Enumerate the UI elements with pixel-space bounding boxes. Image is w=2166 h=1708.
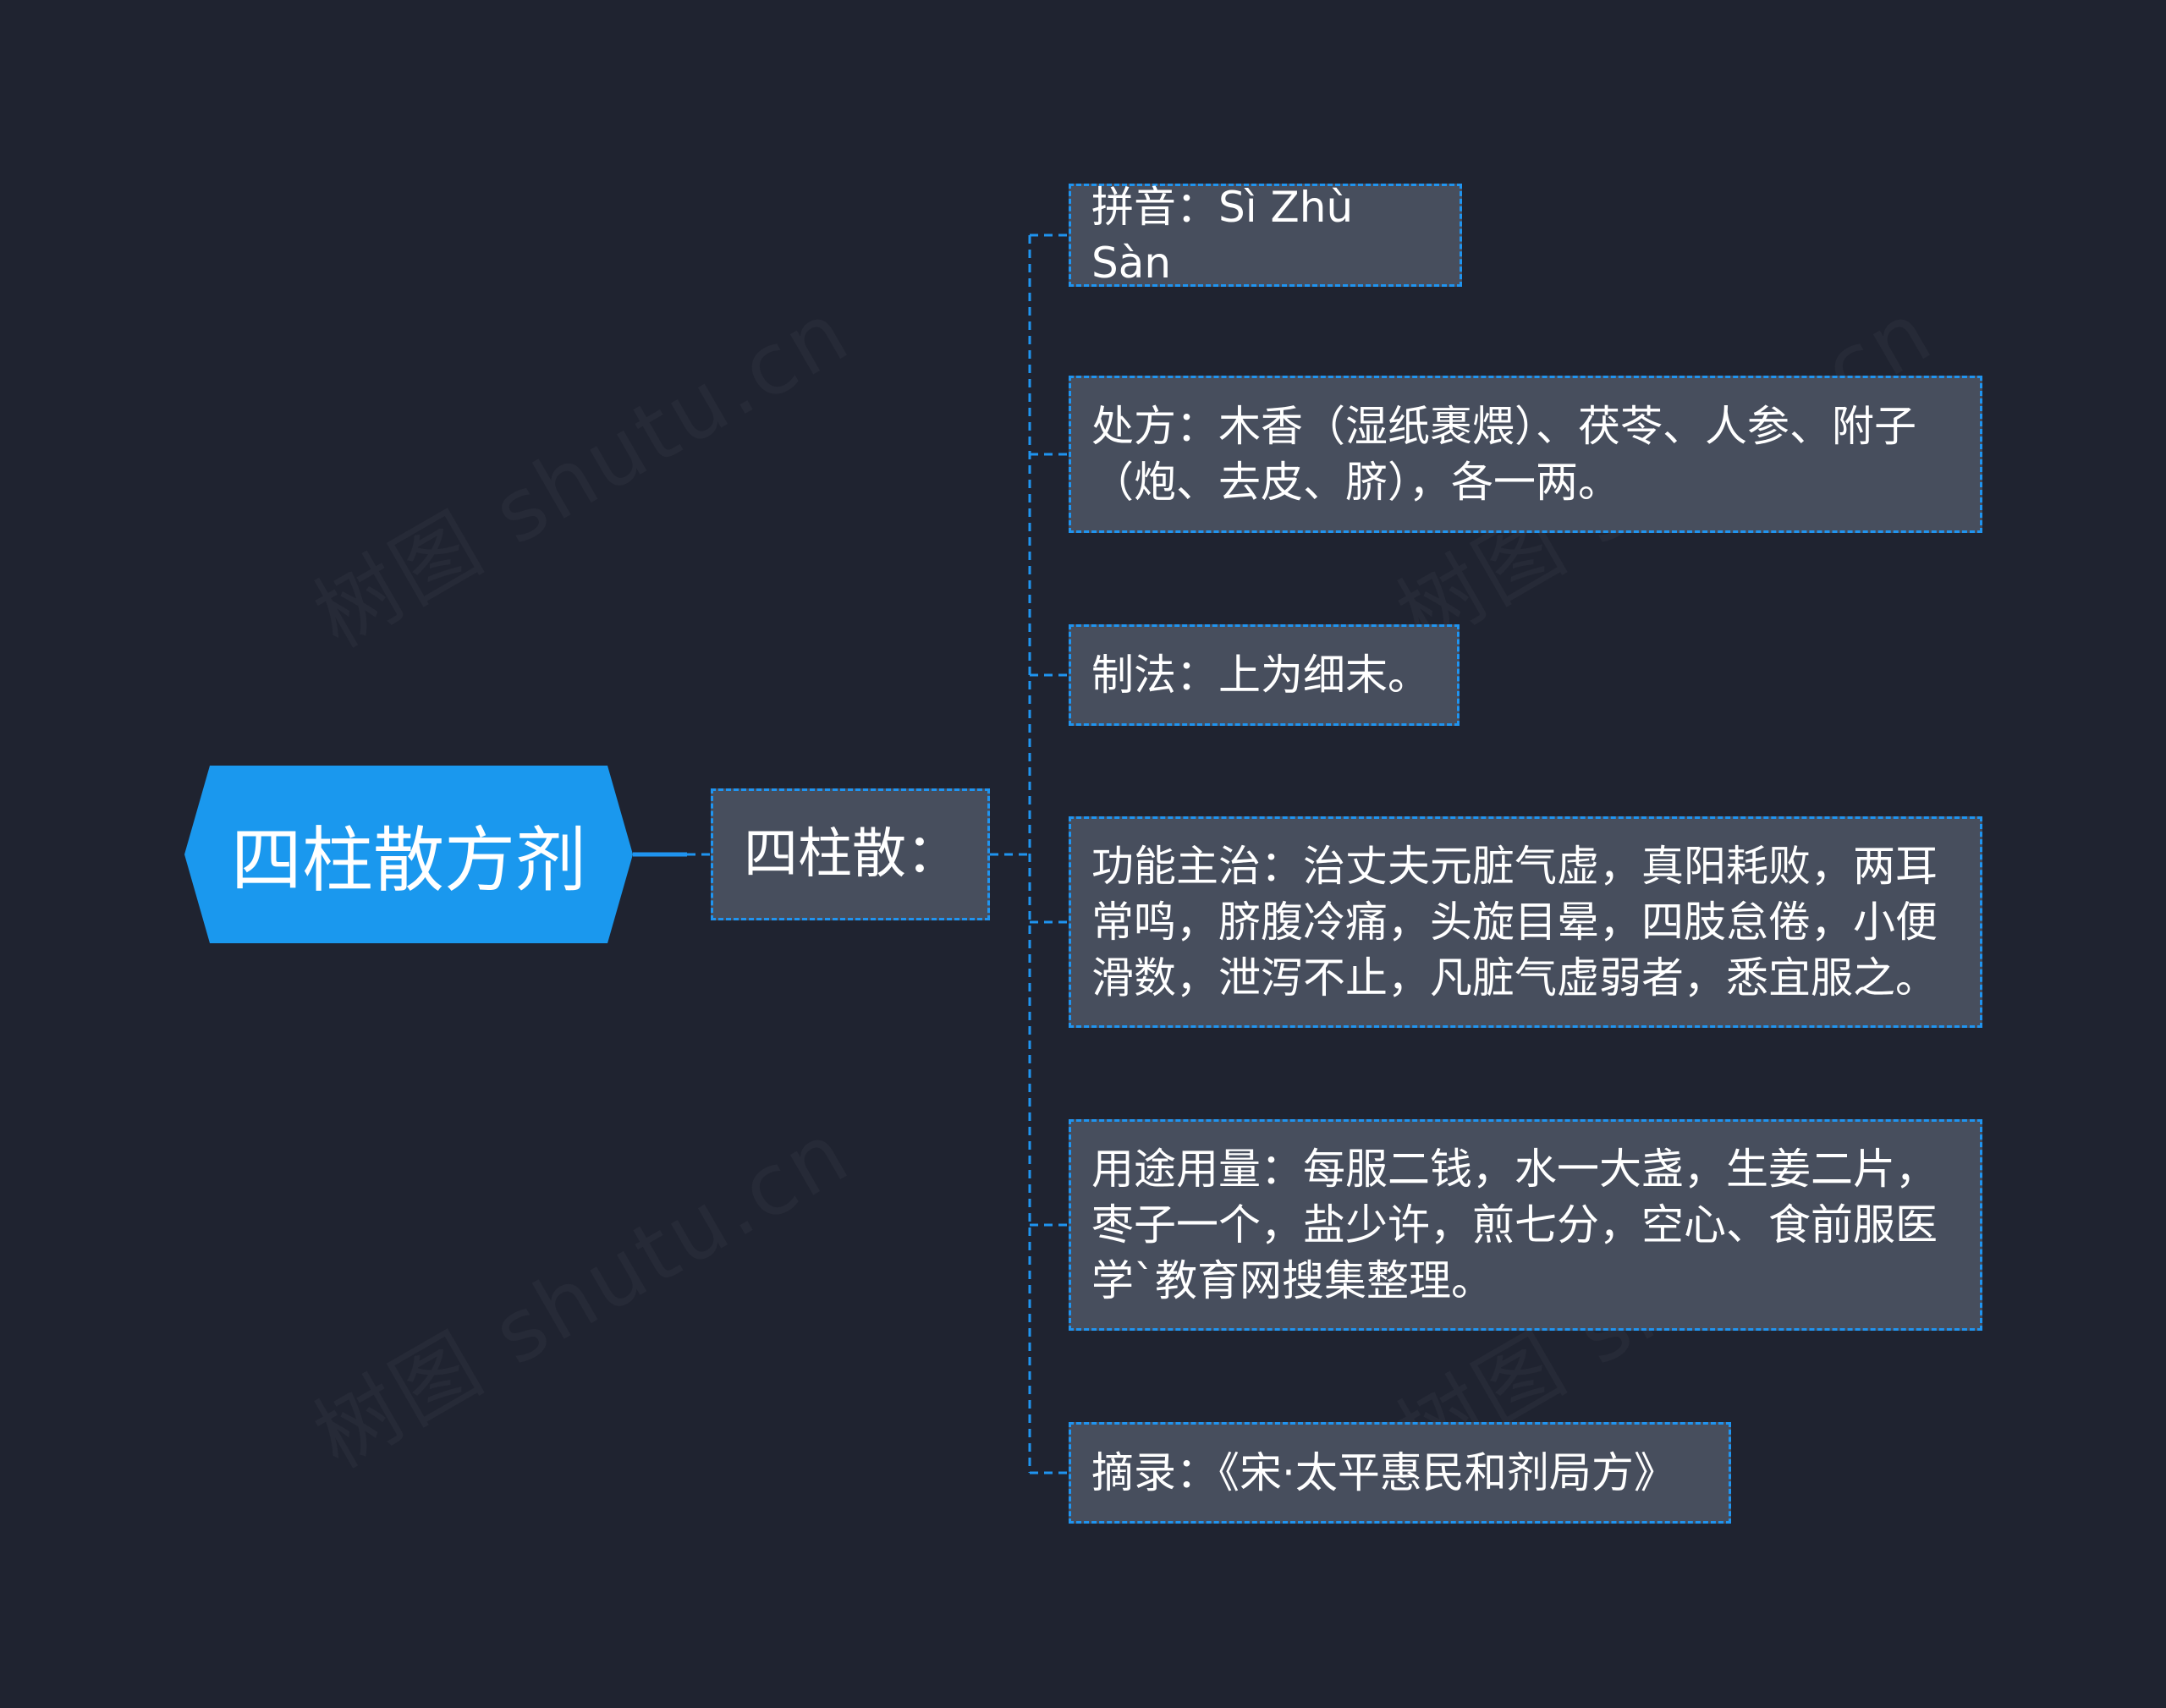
subtopic-label: 制法：上为细末。 xyxy=(1091,651,1430,700)
subtopic-dosage[interactable]: 用途用量：每服二钱，水一大盏，生姜二片，枣子一个，盐少许，煎七分，空心、食前服医… xyxy=(1069,1119,1982,1331)
subtopic-label: 摘录：《宋·太平惠民和剂局方》 xyxy=(1091,1448,1676,1497)
subtopic-label: 功能主治：治丈夫元脏气虚，真阳耗败，两耳常鸣，脐腹冷痛，头旋目晕，四肢怠倦，小便… xyxy=(1091,842,1938,1002)
subtopic-pinyin[interactable]: 拼音：Sì Zhù Sàn xyxy=(1069,183,1462,288)
main-topic[interactable]: 四柱散： xyxy=(711,788,990,920)
root-topic-label: 四柱散方剂 xyxy=(230,818,586,902)
subtopic-source[interactable]: 摘录：《宋·太平惠民和剂局方》 xyxy=(1069,1422,1731,1524)
subtopic-preparation[interactable]: 制法：上为细末。 xyxy=(1069,624,1460,726)
subtopic-indications[interactable]: 功能主治：治丈夫元脏气虚，真阳耗败，两耳常鸣，脐腹冷痛，头旋目晕，四肢怠倦，小便… xyxy=(1069,816,1982,1028)
root-topic[interactable]: 四柱散方剂 xyxy=(184,766,633,943)
subtopic-prescription[interactable]: 处方：木香（湿纸裹煨）、茯苓、人参、附子（炮、去皮、脐），各一两。 xyxy=(1069,376,1982,533)
subtopic-label: 处方：木香（湿纸裹煨）、茯苓、人参、附子（炮、去皮、脐），各一两。 xyxy=(1091,402,1916,507)
main-topic-label: 四柱散： xyxy=(744,823,960,886)
subtopic-label: 用途用量：每服二钱，水一大盏，生姜二片，枣子一个，盐少许，煎七分，空心、食前服医… xyxy=(1091,1145,1938,1305)
subtopic-label: 拼音：Sì Zhù Sàn xyxy=(1091,183,1354,288)
